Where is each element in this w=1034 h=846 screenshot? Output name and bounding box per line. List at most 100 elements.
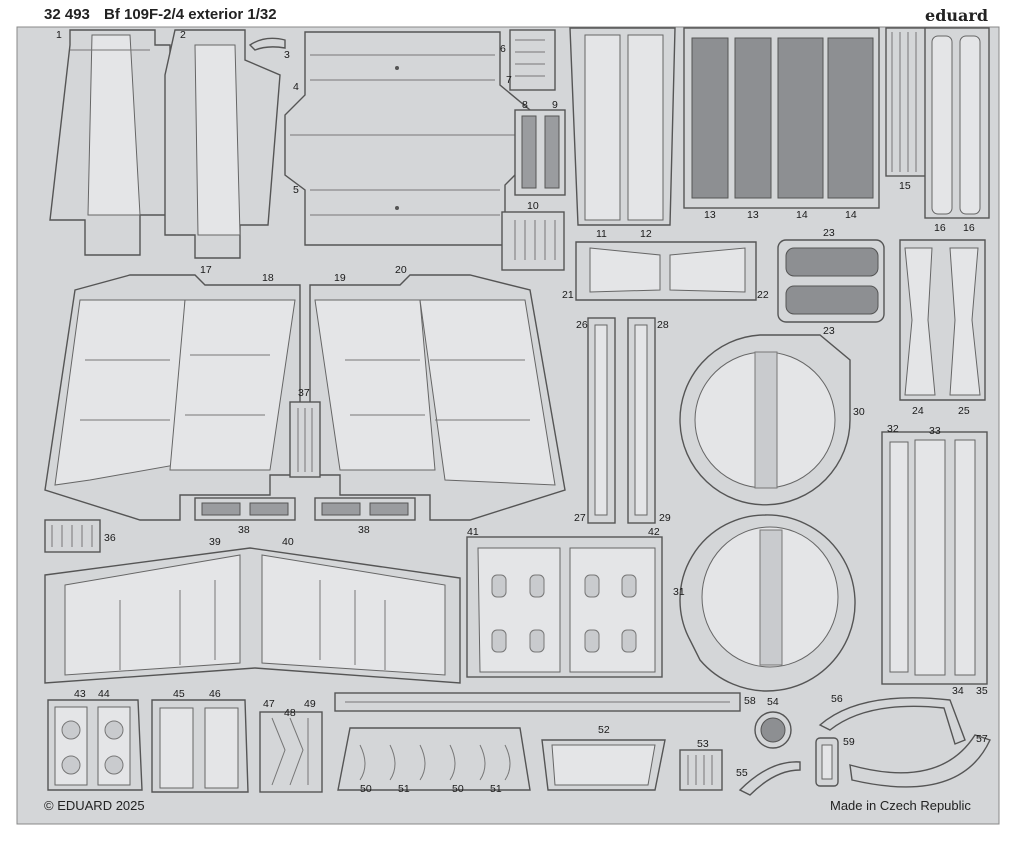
part-number: 32 xyxy=(887,423,899,435)
part-24-25 xyxy=(899,239,986,401)
part-36 xyxy=(44,519,101,553)
part-number: 36 xyxy=(104,532,116,544)
part-11-12 xyxy=(569,27,676,226)
origin-text: Made in Czech Republic xyxy=(830,798,971,813)
part-number: 6 xyxy=(500,43,506,55)
part-45-46 xyxy=(151,699,249,793)
part-38 xyxy=(194,497,416,521)
part-number: 24 xyxy=(912,405,924,417)
part-number: 41 xyxy=(467,526,479,538)
part-6-7 xyxy=(509,29,556,91)
part-number: 18 xyxy=(262,272,274,284)
part-30 xyxy=(679,334,851,506)
part-17-18 xyxy=(44,274,301,521)
part-number: 47 xyxy=(263,698,275,710)
part-number: 13 xyxy=(704,209,716,221)
part-number: 33 xyxy=(929,425,941,437)
part-number: 39 xyxy=(209,536,221,548)
part-21-22 xyxy=(575,241,757,301)
part-number: 51 xyxy=(398,783,410,795)
part-number: 42 xyxy=(648,526,660,538)
part-16 xyxy=(924,27,990,219)
part-number: 45 xyxy=(173,688,185,700)
catalog-code: 32 493 xyxy=(44,6,90,23)
part-number: 1 xyxy=(56,29,62,41)
part-number: 23 xyxy=(823,227,835,239)
part-number: 16 xyxy=(963,222,975,234)
part-3 xyxy=(248,37,286,51)
part-number: 17 xyxy=(200,264,212,276)
copyright-text: © EDUARD 2025 xyxy=(44,798,145,813)
part-number: 38 xyxy=(358,524,370,536)
part-number: 31 xyxy=(673,586,685,598)
part-number: 40 xyxy=(282,536,294,548)
part-number: 20 xyxy=(395,264,407,276)
part-53 xyxy=(679,749,723,791)
part-47-49 xyxy=(259,711,323,793)
part-number: 19 xyxy=(334,272,346,284)
part-number: 5 xyxy=(293,184,299,196)
part-number: 54 xyxy=(767,696,779,708)
part-number: 14 xyxy=(845,209,857,221)
part-number: 3 xyxy=(284,49,290,61)
part-59 xyxy=(815,737,839,787)
part-number: 58 xyxy=(744,695,756,707)
part-number: 4 xyxy=(293,81,299,93)
part-number: 11 xyxy=(596,228,607,240)
part-number: 53 xyxy=(697,738,709,750)
part-number: 55 xyxy=(736,767,748,779)
part-1 xyxy=(49,29,171,256)
part-23 xyxy=(777,239,885,323)
part-number: 10 xyxy=(527,200,539,212)
part-number: 27 xyxy=(574,512,586,524)
part-number: 50 xyxy=(360,783,372,795)
part-number: 8 xyxy=(522,99,528,111)
part-31 xyxy=(679,514,856,692)
part-43-44 xyxy=(47,699,143,791)
part-4-5 xyxy=(284,31,531,246)
part-number: 48 xyxy=(284,707,296,719)
part-number: 26 xyxy=(576,319,588,331)
part-number: 29 xyxy=(659,512,671,524)
part-number: 52 xyxy=(598,724,610,736)
part-58 xyxy=(334,692,741,712)
part-19-20 xyxy=(309,274,566,521)
part-number: 30 xyxy=(853,406,865,418)
part-number: 12 xyxy=(640,228,652,240)
part-number: 44 xyxy=(98,688,110,700)
part-number: 15 xyxy=(899,180,911,192)
part-number: 16 xyxy=(934,222,946,234)
part-number: 38 xyxy=(238,524,250,536)
part-number: 35 xyxy=(976,685,988,697)
part-57 xyxy=(849,734,991,788)
part-number: 14 xyxy=(796,209,808,221)
part-32-35 xyxy=(881,431,988,685)
part-26-27 xyxy=(587,317,616,524)
part-37 xyxy=(289,401,321,478)
part-number: 37 xyxy=(298,387,310,399)
part-number: 57 xyxy=(976,733,988,745)
part-number: 23 xyxy=(823,325,835,337)
part-number-labels: 1 2 3 4 5 6 7 8 9 10 11 12 13 13 14 14 1… xyxy=(56,29,988,795)
part-number: 59 xyxy=(843,736,855,748)
brand-logo: eduard xyxy=(925,6,988,25)
part-number: 21 xyxy=(562,289,574,301)
part-number: 43 xyxy=(74,688,86,700)
part-number: 25 xyxy=(958,405,970,417)
part-8-9 xyxy=(514,109,566,196)
part-number: 46 xyxy=(209,688,221,700)
part-number: 9 xyxy=(552,99,558,111)
part-number: 22 xyxy=(757,289,769,301)
part-50-51 xyxy=(337,727,531,791)
sheet-title: Bf 109F-2/4 exterior 1/32 xyxy=(104,6,277,23)
part-54 xyxy=(754,711,792,749)
part-28-29 xyxy=(627,317,656,524)
part-number: 51 xyxy=(490,783,502,795)
part-41-42 xyxy=(466,536,663,678)
part-number: 56 xyxy=(831,693,843,705)
part-13-14 xyxy=(683,27,880,209)
part-2 xyxy=(164,29,281,259)
part-52 xyxy=(541,739,666,791)
part-number: 28 xyxy=(657,319,669,331)
